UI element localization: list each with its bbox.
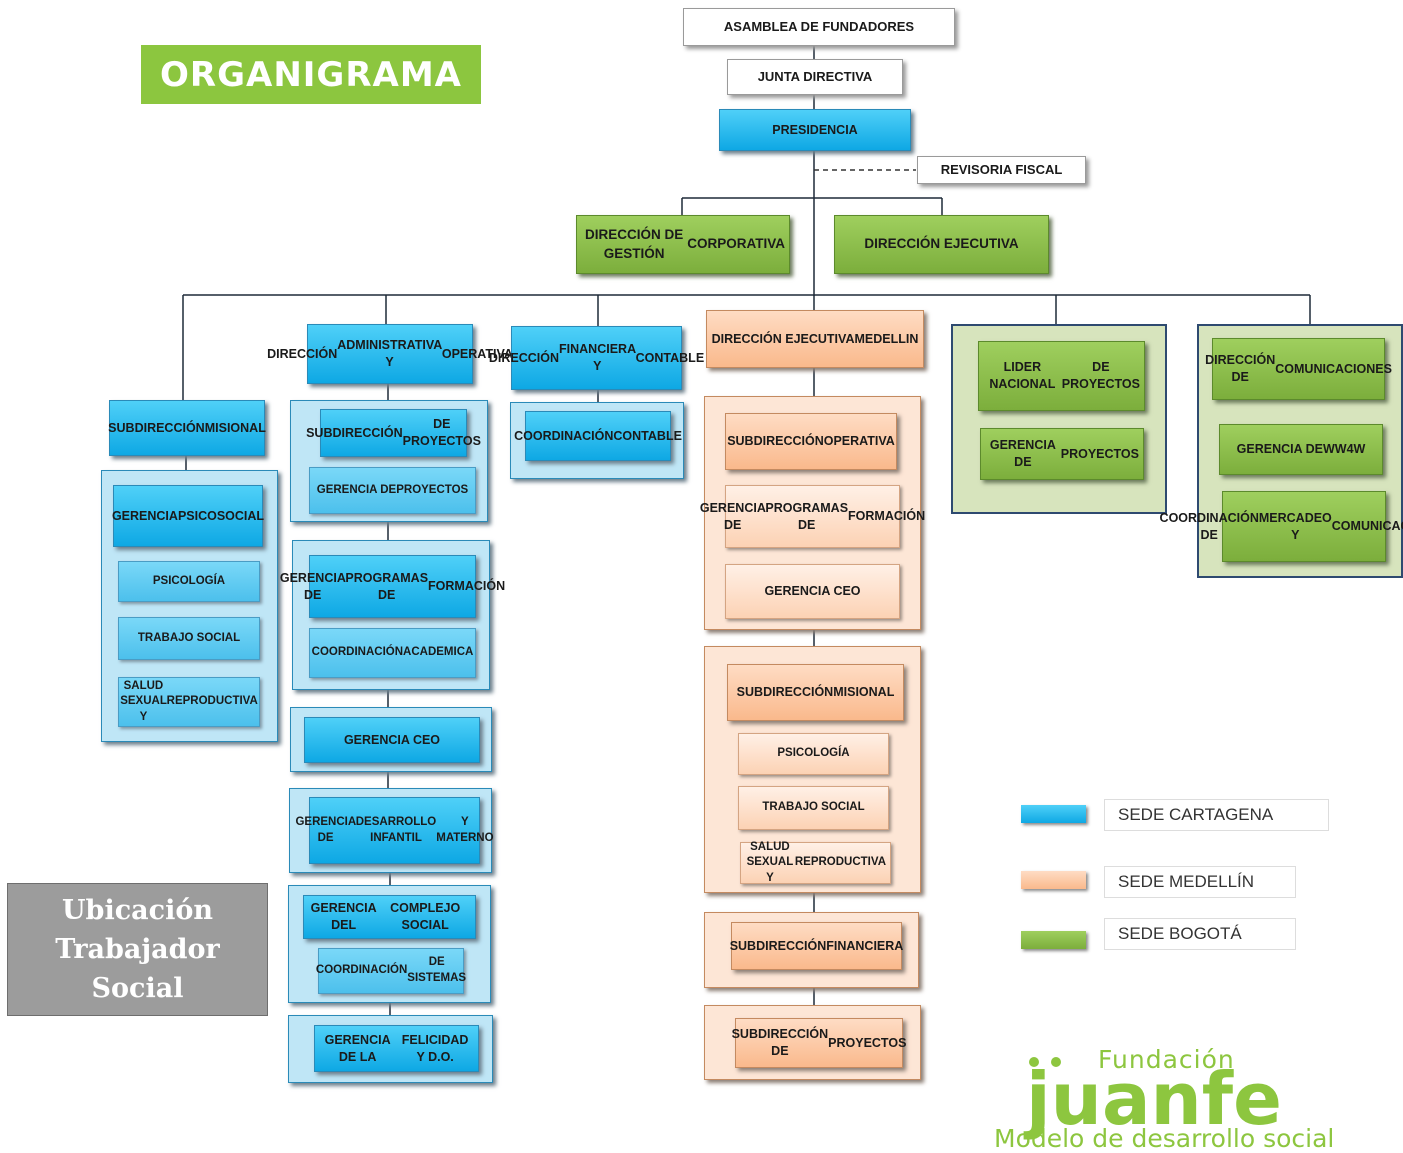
- medellin-gerencia-ceo-box: GERENCIA CEO: [725, 564, 900, 619]
- revisoria-box: REVISORIA FISCAL: [917, 156, 1086, 184]
- page-title: ORGANIGRAMA: [141, 45, 481, 104]
- legend-label-cartagena: SEDE CARTAGENA: [1104, 799, 1329, 831]
- logo-tagline-text: Modelo de desarrollo social: [994, 1124, 1334, 1150]
- asamblea-box: ASAMBLEA DE FUNDADORES: [683, 8, 955, 46]
- legend-swatch-cartagena: [1021, 805, 1086, 823]
- legend-label-medellin: SEDE MEDELLÍN: [1104, 866, 1296, 898]
- presidencia-box: PRESIDENCIA: [719, 109, 911, 151]
- cartagena-gerencia-ceo-box: GERENCIA CEO: [304, 717, 480, 763]
- logo-fundacion-text: Fundación: [1098, 1045, 1235, 1074]
- medellin-psicologia-box: PSICOLOGÍA: [738, 733, 889, 775]
- legend-label-bogota: SEDE BOGOTÁ: [1104, 918, 1296, 950]
- legend-swatch-medellin: [1021, 871, 1086, 889]
- junta-box: JUNTA DIRECTIVA: [727, 59, 903, 95]
- medellin-trabajo-social-box: TRABAJO SOCIAL: [738, 786, 889, 830]
- cartagena-psicologia-box: PSICOLOGÍA: [118, 561, 260, 602]
- cartagena-trabajo-social-box: TRABAJO SOCIAL: [118, 617, 260, 660]
- fundacion-juanfe-logo: Fundación juanfe Modelo de desarrollo so…: [994, 1045, 1334, 1150]
- direccion-ejecutiva-box: DIRECCIÓN EJECUTIVA: [834, 215, 1049, 274]
- legend-swatch-bogota: [1021, 931, 1086, 949]
- logo-name-text: juanfe: [1023, 1057, 1282, 1141]
